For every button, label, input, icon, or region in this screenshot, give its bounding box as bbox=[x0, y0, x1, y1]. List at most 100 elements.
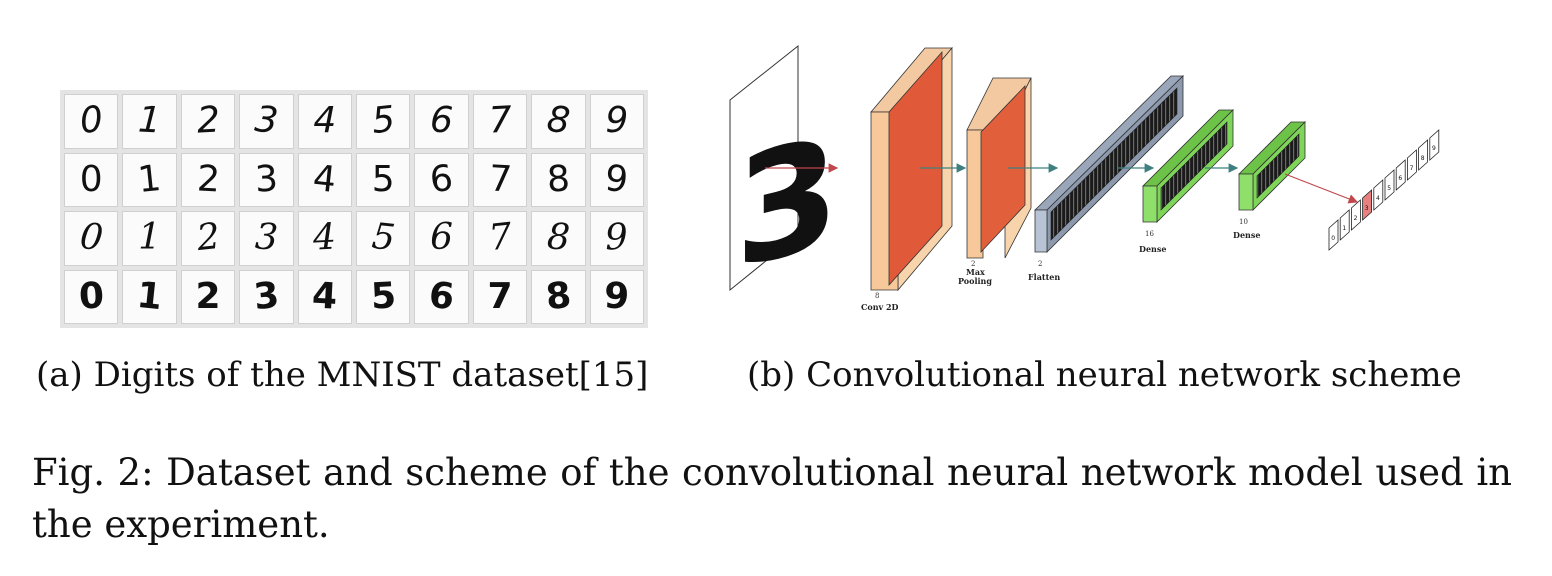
output-cell: 6 bbox=[1395, 159, 1406, 191]
mnist-digit: 7 bbox=[487, 158, 513, 201]
mnist-digit-cell: 2 bbox=[180, 269, 236, 324]
mnist-digit: 7 bbox=[486, 216, 514, 260]
mnist-digit: 4 bbox=[311, 275, 339, 318]
output-cell-box bbox=[1384, 169, 1395, 201]
mnist-digit: 9 bbox=[604, 216, 630, 259]
mnist-digit: 5 bbox=[369, 275, 397, 318]
mnist-digit: 3 bbox=[253, 216, 279, 259]
mnist-digit-cell: 4 bbox=[297, 152, 352, 207]
mnist-digit-cell: 9 bbox=[589, 269, 644, 324]
dense1-label: Dense bbox=[1139, 244, 1166, 254]
output-cell: 8 bbox=[1418, 139, 1428, 171]
mnist-digit: 7 bbox=[487, 99, 513, 142]
output-cell: 7 bbox=[1407, 149, 1417, 181]
mnist-digit-cell: 5 bbox=[356, 269, 411, 324]
mnist-digit-cell: 7 bbox=[472, 211, 528, 266]
mnist-digit: 8 bbox=[545, 158, 571, 201]
mnist-digit-cell: 8 bbox=[531, 94, 586, 149]
output-cell-box bbox=[1373, 179, 1384, 211]
mnist-digit-cell: 8 bbox=[531, 211, 586, 266]
output-cell: 1 bbox=[1339, 209, 1350, 241]
output-cell: 3 bbox=[1362, 189, 1372, 221]
dense1-block bbox=[1142, 109, 1234, 223]
output-digit-label: 1 bbox=[1342, 225, 1346, 232]
mnist-digit-cell: 3 bbox=[239, 211, 294, 266]
mnist-digit: 4 bbox=[311, 157, 339, 201]
mnist-digit: 6 bbox=[429, 99, 455, 142]
mnist-digit: 2 bbox=[195, 275, 221, 317]
mnist-digit-cell: 6 bbox=[414, 152, 469, 207]
mnist-digit: 8 bbox=[543, 274, 573, 318]
mnist-digit: 7 bbox=[487, 275, 513, 317]
output-cell-box bbox=[1429, 129, 1440, 161]
output-digit-label: 4 bbox=[1376, 195, 1380, 202]
mnist-digit-cell: 0 bbox=[64, 94, 119, 149]
mnist-digit-cell: 8 bbox=[531, 152, 586, 207]
output-digit-label: 2 bbox=[1354, 215, 1358, 222]
mnist-digit-cell: 5 bbox=[356, 211, 411, 266]
mnist-digit-cell: 7 bbox=[472, 94, 528, 149]
mnist-digit-cell: 4 bbox=[297, 94, 352, 149]
mnist-digit-cell: 9 bbox=[589, 152, 644, 207]
subcaption-a: (a) Digits of the MNIST dataset[15] bbox=[36, 355, 649, 395]
conv2d-block bbox=[870, 46, 953, 292]
output-cell: 5 bbox=[1384, 169, 1395, 201]
dense2-block bbox=[1238, 121, 1306, 211]
mnist-digit: 8 bbox=[544, 99, 572, 143]
mnist-digit: 5 bbox=[371, 158, 395, 200]
conv2d-dim: 8 bbox=[875, 292, 879, 300]
figure-caption: Fig. 2: Dataset and scheme of the convol… bbox=[32, 451, 1512, 546]
mnist-digit-cell: 3 bbox=[239, 94, 294, 149]
mnist-digit-cell: 4 bbox=[297, 211, 352, 266]
conv2d-label: Conv 2D bbox=[861, 302, 899, 312]
mnist-digit-cell: 9 bbox=[589, 94, 644, 149]
arrow-dense2-output bbox=[1284, 173, 1359, 204]
output-digit-label: 5 bbox=[1387, 185, 1391, 192]
dense2-dim: 10 bbox=[1239, 218, 1248, 226]
mnist-digit: 8 bbox=[545, 216, 571, 259]
mnist-digit-cell: 6 bbox=[414, 211, 469, 266]
mnist-digit: 3 bbox=[252, 99, 280, 143]
maxpool-dim: 2 bbox=[971, 260, 975, 268]
mnist-digit: 0 bbox=[79, 158, 103, 200]
input-image-plane: 3 bbox=[729, 44, 839, 303]
mnist-digit: 4 bbox=[312, 216, 338, 259]
output-cell: 0 bbox=[1328, 219, 1339, 251]
mnist-digit: 6 bbox=[430, 217, 454, 259]
mnist-digit-cell: 6 bbox=[414, 269, 469, 324]
mnist-digit-cell: 7 bbox=[472, 152, 528, 207]
mnist-digit-cell: 1 bbox=[122, 152, 177, 207]
output-cell-box bbox=[1351, 199, 1361, 231]
mnist-digit: 0 bbox=[77, 99, 105, 143]
mnist-digit-cell: 1 bbox=[122, 211, 177, 266]
mnist-digit-cell: 5 bbox=[356, 94, 411, 149]
mnist-digit-cell: 6 bbox=[414, 94, 469, 149]
mnist-digit: 2 bbox=[194, 216, 222, 260]
mnist-digit: 3 bbox=[253, 158, 279, 201]
flatten-block bbox=[1034, 75, 1184, 253]
output-cell: 2 bbox=[1351, 199, 1361, 231]
output-digit-label: 7 bbox=[1410, 165, 1414, 172]
maxpool-label-2: Pooling bbox=[958, 276, 992, 286]
output-cell-box bbox=[1418, 139, 1428, 171]
output-digit-label: 3 bbox=[1365, 205, 1369, 212]
output-digit-label: 9 bbox=[1432, 145, 1436, 152]
mnist-digit: 1 bbox=[137, 99, 163, 142]
mnist-digit-cell: 2 bbox=[180, 211, 236, 266]
output-digit-label: 0 bbox=[1331, 235, 1335, 242]
mnist-digit-cell: 2 bbox=[180, 94, 236, 149]
output-cell-box bbox=[1362, 189, 1372, 221]
mnist-digit: 2 bbox=[195, 158, 221, 201]
mnist-digit-cell: 4 bbox=[297, 269, 352, 324]
input-digit: 3 bbox=[735, 103, 839, 303]
mnist-digit: 2 bbox=[195, 99, 221, 142]
mnist-digit-cell: 0 bbox=[64, 269, 119, 324]
mnist-digit: 9 bbox=[605, 100, 629, 142]
output-cell: 4 bbox=[1373, 179, 1384, 211]
mnist-digit: 9 bbox=[603, 275, 631, 318]
mnist-digit-cell: 9 bbox=[589, 211, 644, 266]
mnist-digit-cell: 2 bbox=[180, 152, 236, 207]
output-digit-label: 6 bbox=[1398, 175, 1402, 182]
